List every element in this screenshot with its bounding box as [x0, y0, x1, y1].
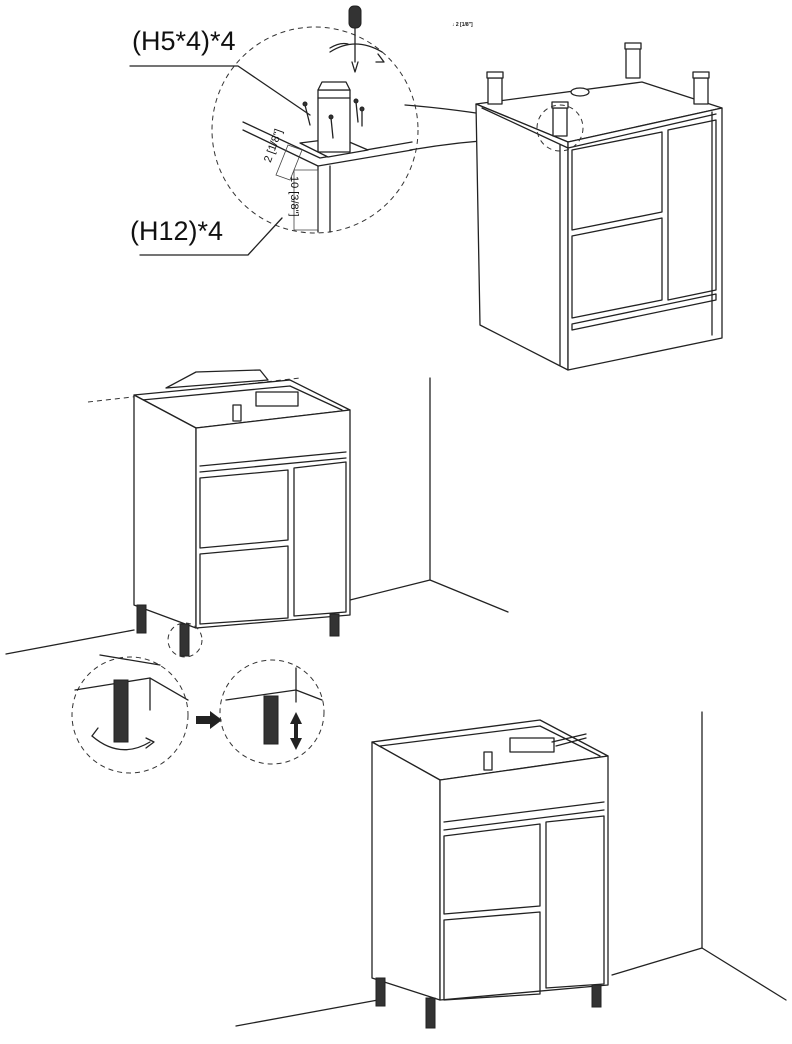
double-arrow-icon: [290, 712, 302, 750]
screwdriver-icon: [329, 5, 385, 73]
tiny-dimension-label: ↓ 2 [1/8"]: [452, 22, 473, 28]
rotate-arrow-icon: [91, 727, 155, 751]
cabinet-mounted: [371, 719, 609, 1029]
screw-h12-label: (H12)*4: [130, 216, 224, 246]
cabinet-upright: [133, 369, 351, 658]
wall-corner-2: [235, 711, 787, 1027]
leg-adjust-zoom: [71, 654, 189, 774]
dimension-10-label: 10 [3/8"]: [288, 176, 300, 217]
leader-line-h5: [129, 65, 311, 116]
arrow-right-icon: [196, 711, 222, 729]
leg-height-zoom: [219, 659, 325, 765]
screw-h5-label: (H5*4)*4: [132, 26, 236, 56]
screw-icon: [302, 98, 365, 139]
leg-attachment-zoom: [211, 26, 549, 234]
cabinet-upside-down: [475, 42, 723, 371]
clip-icon: [483, 751, 493, 771]
clip-icon: [232, 404, 242, 422]
leg-icon: [486, 42, 710, 137]
wall-corner: [5, 377, 509, 655]
leader-line-h12: [139, 217, 283, 256]
